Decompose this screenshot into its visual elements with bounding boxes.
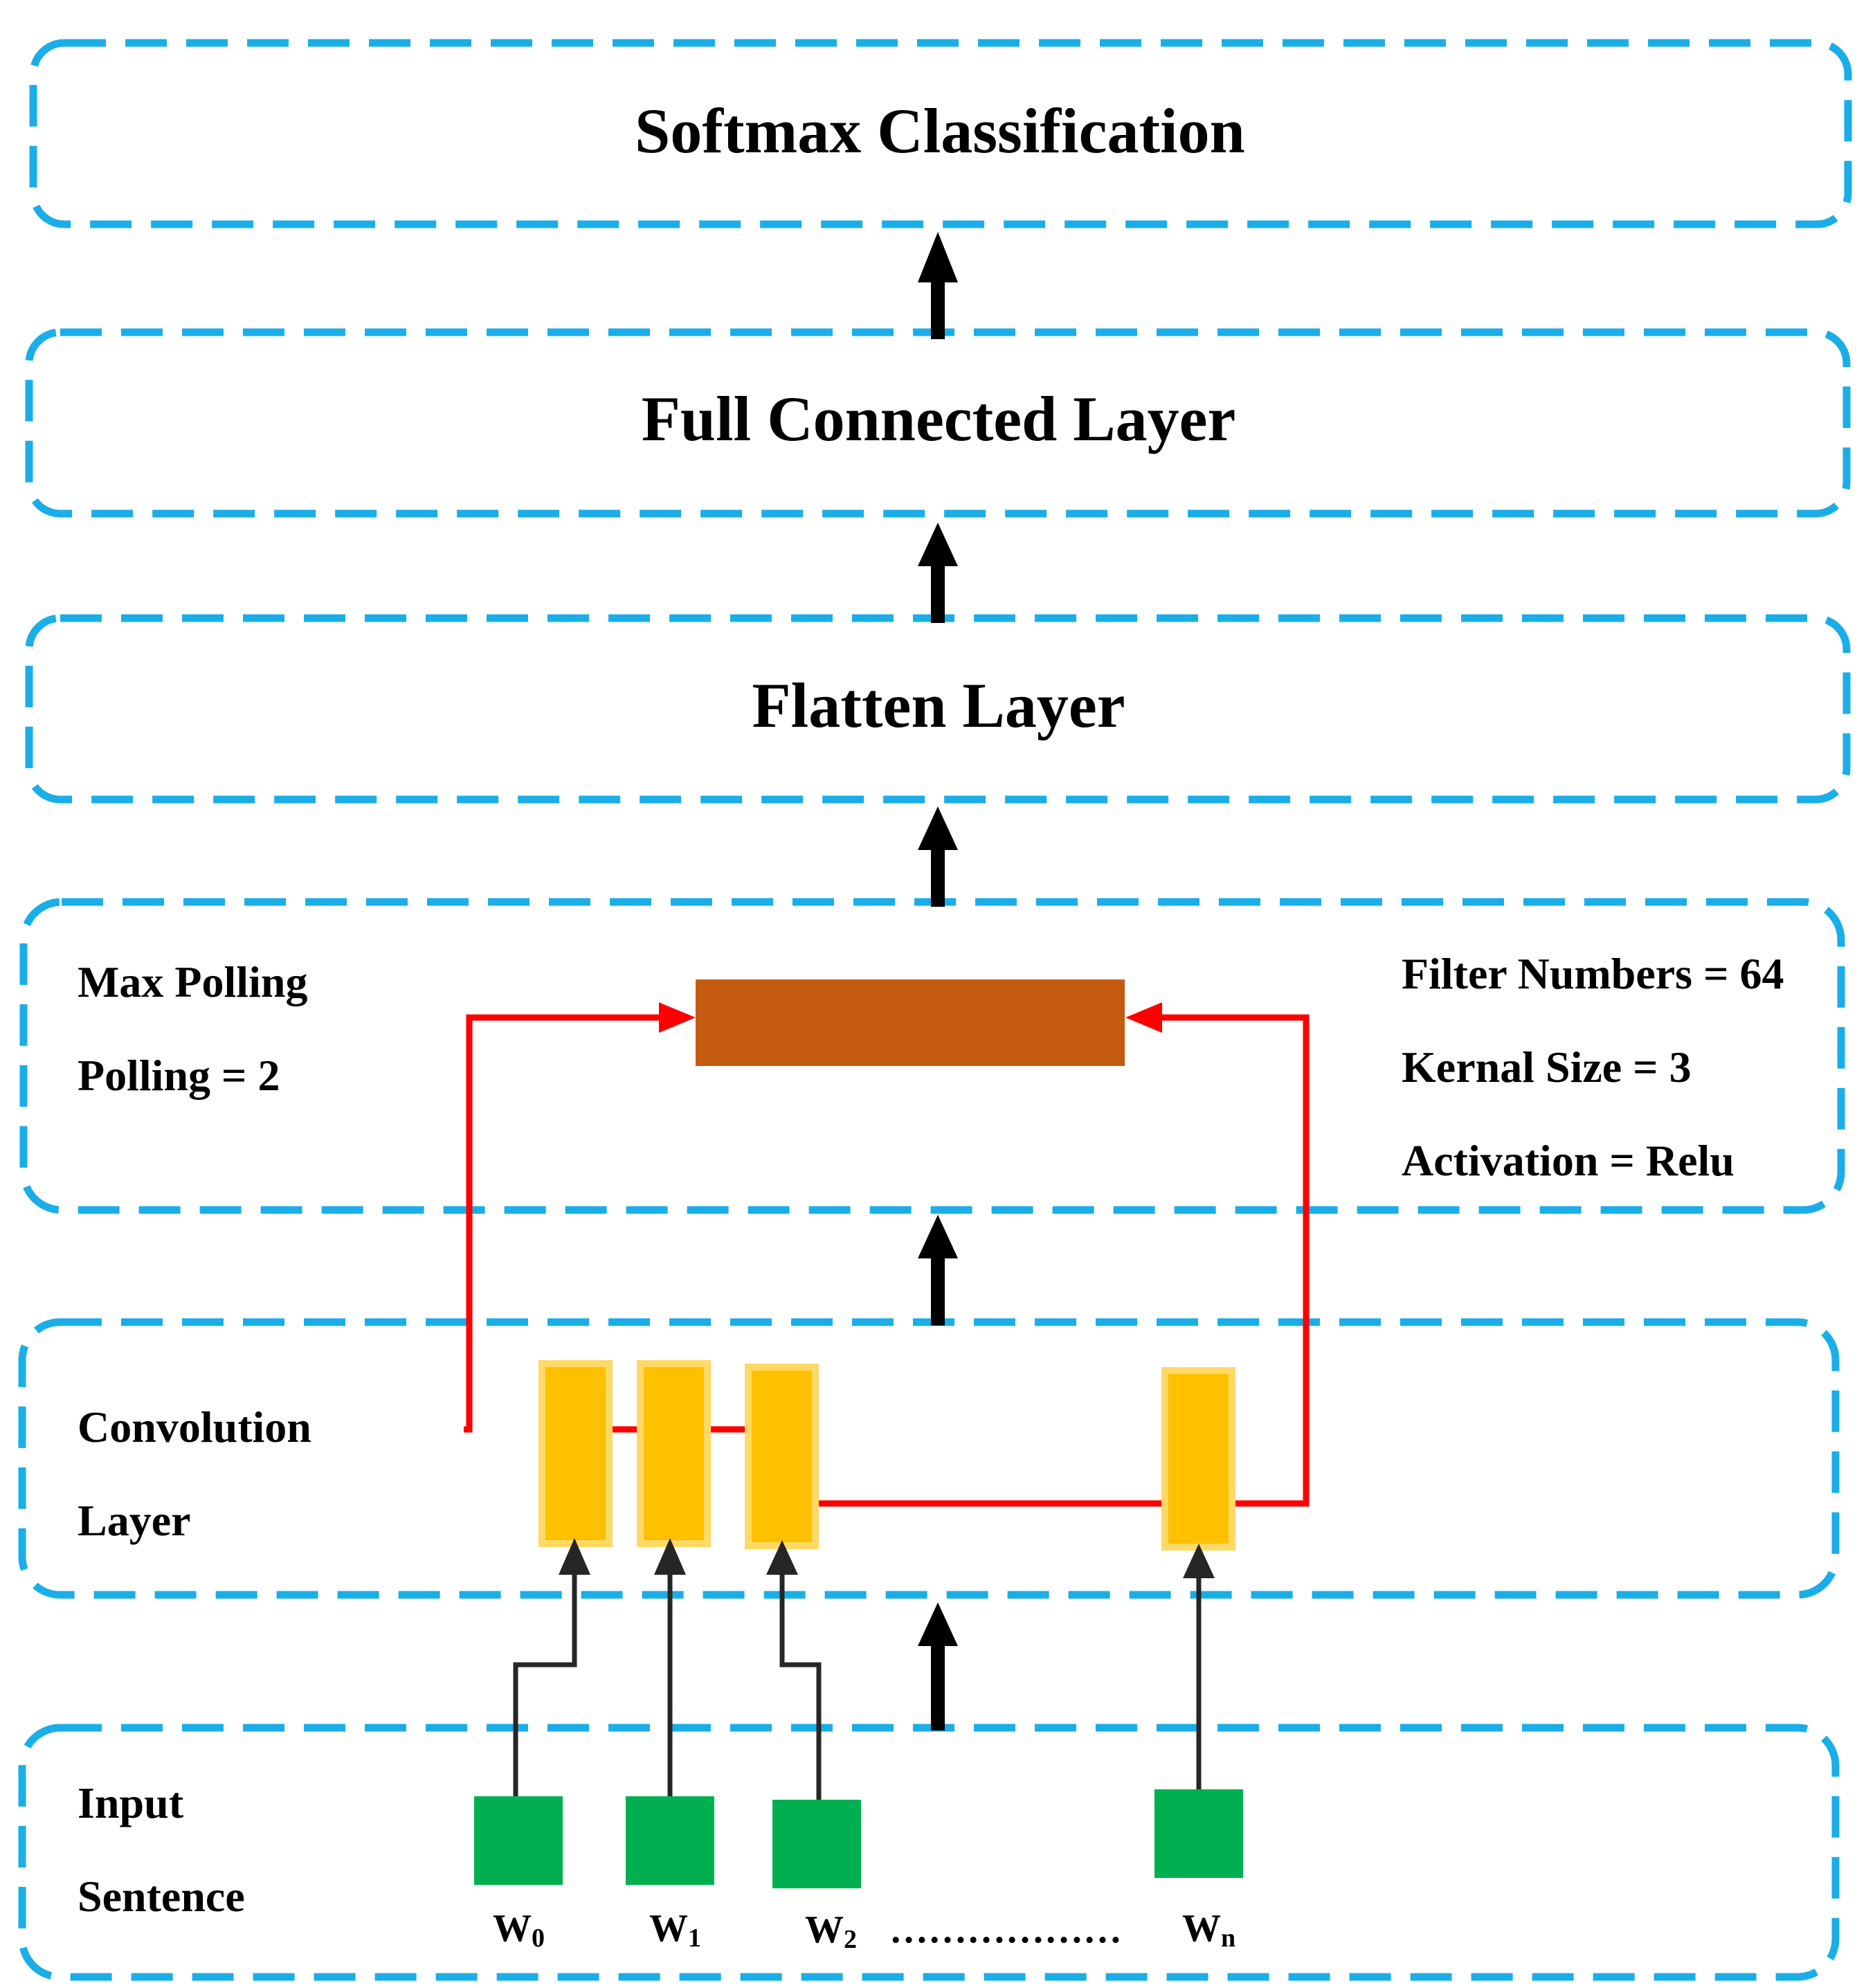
up-arrow-icon <box>918 523 958 623</box>
activation-param: Activation = Relu <box>1402 1136 1734 1185</box>
word-ellipsis: ……………… <box>889 1908 1122 1951</box>
input-label-line2: Sentence <box>78 1872 245 1921</box>
right-red-line <box>1160 1014 1310 1507</box>
softmax-layer-box <box>29 39 1852 228</box>
up-arrow-icon <box>918 232 958 339</box>
left-red-arrowhead <box>659 1002 696 1033</box>
word-label: W2 <box>805 1908 857 1954</box>
filter-numbers-param: Filter Numbers = 64 <box>1402 949 1784 998</box>
word-label: W0 <box>493 1907 545 1953</box>
red-connection-lines <box>464 1002 1310 1507</box>
softmax-layer-title: Softmax Classification <box>635 96 1245 166</box>
up-arrow-icon <box>918 806 958 907</box>
conv-filter <box>538 1360 613 1547</box>
max-pooling-label: Max Polling <box>78 957 307 1006</box>
input-label: Input <box>78 1778 184 1827</box>
left-red-line <box>464 1014 661 1433</box>
conv-filters <box>538 1360 1235 1551</box>
word-box <box>626 1796 714 1885</box>
right-red-arrowhead <box>1125 1002 1162 1033</box>
word-box <box>772 1800 861 1888</box>
flatten-layer-title: Flatten Layer <box>752 670 1125 741</box>
word-label: Wn <box>1182 1907 1235 1953</box>
convolution-label: Convolution <box>78 1402 311 1452</box>
convolution-label-line2: Layer <box>78 1496 191 1545</box>
word-label: W1 <box>649 1907 701 1953</box>
word-boxes <box>474 1789 1243 1888</box>
up-arrow-icon <box>918 1215 958 1326</box>
conv-filter <box>745 1364 819 1549</box>
pooling-output-bar <box>696 979 1125 1066</box>
pooling-size-label: Polling = 2 <box>78 1051 280 1100</box>
conv-filter <box>1161 1367 1235 1551</box>
convolution-layer-box <box>18 1318 1840 1599</box>
word-to-filter-arrows <box>513 1571 1202 1800</box>
input-layer-box <box>18 1724 1840 1981</box>
up-arrow-icon <box>559 1538 1215 1578</box>
kernel-size-param: Kernal Size = 3 <box>1402 1042 1692 1092</box>
word-box <box>474 1796 563 1885</box>
conv-filter <box>637 1360 711 1547</box>
full-connected-layer-title: Full Connected Layer <box>642 383 1236 454</box>
up-arrow-icon <box>918 1602 958 1731</box>
word-box <box>1154 1789 1243 1878</box>
